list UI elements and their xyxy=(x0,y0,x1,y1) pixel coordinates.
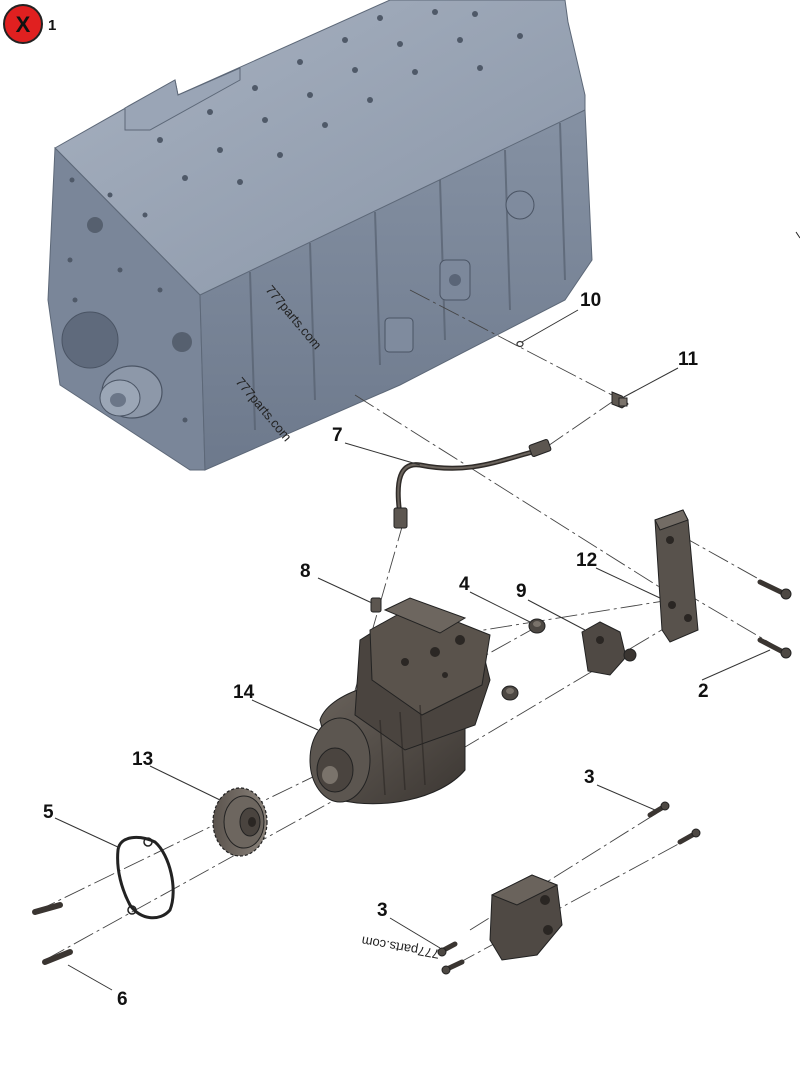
bolt-part-3 xyxy=(437,801,701,975)
lower-bracket xyxy=(489,874,563,961)
callout-5: 5 xyxy=(43,802,54,823)
callout-2: 2 xyxy=(698,681,709,702)
stud-part-6 xyxy=(32,902,73,965)
close-x-icon xyxy=(3,4,43,44)
callout-13: 13 xyxy=(132,749,153,770)
callout-7: 7 xyxy=(332,425,343,446)
callout-3-upper: 3 xyxy=(584,767,595,788)
callout-leaders xyxy=(54,309,771,991)
callout-labels: 10 11 7 8 4 9 12 2 14 13 5 6 3 3 xyxy=(43,290,709,1010)
drive-gear-part-13 xyxy=(212,787,268,857)
callout-9: 9 xyxy=(516,581,527,602)
engine-block xyxy=(47,0,593,471)
callout-4: 4 xyxy=(459,574,470,595)
close-button[interactable]: X xyxy=(3,4,43,44)
callout-10: 10 xyxy=(580,290,601,311)
bracket-part-12 xyxy=(654,509,699,643)
hose-part-7 xyxy=(393,439,552,529)
o-ring-part-10 xyxy=(516,340,524,348)
close-glyph: X xyxy=(16,12,31,37)
bracket-part-9 xyxy=(581,621,637,676)
callout-3-lower: 3 xyxy=(377,900,388,921)
watermark-3: 777parts.com xyxy=(360,933,440,961)
callout-11: 11 xyxy=(678,349,699,370)
elbow-fitting-part-11 xyxy=(611,391,629,409)
callout-14: 14 xyxy=(233,682,255,703)
figure-number: 1 xyxy=(48,17,56,34)
edge-mark xyxy=(795,231,800,239)
callout-8: 8 xyxy=(300,561,311,582)
bolt-part-2 xyxy=(757,579,792,659)
callout-6: 6 xyxy=(117,989,128,1010)
callout-12: 12 xyxy=(576,550,597,571)
fitting-part-8 xyxy=(370,597,382,613)
nut-part-4 xyxy=(501,618,546,701)
air-compressor-part-14 xyxy=(309,597,491,805)
gasket-part-5 xyxy=(116,836,175,920)
